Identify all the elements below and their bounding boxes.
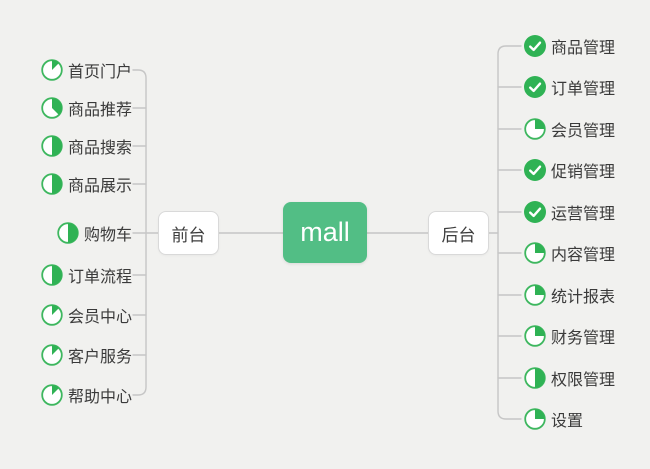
subtopic-label: 订单管理 — [551, 81, 616, 98]
subtopic-label: 统计报表 — [551, 289, 616, 306]
progress-1-8-pie-icon — [41, 304, 63, 326]
subtopic-label: 帮助中心 — [67, 389, 132, 406]
subtopic-label: 商品搜索 — [67, 140, 132, 157]
progress-2-8-pie-icon — [524, 325, 546, 347]
subtopic-label: 会员管理 — [551, 123, 616, 140]
branch-topic-backend[interactable]: 后台 — [428, 211, 489, 255]
subtopic-label: 财务管理 — [551, 330, 616, 347]
root-topic-label: mall — [300, 217, 350, 247]
branch-topic-label: 前台 — [171, 225, 206, 245]
subtopic-label: 商品展示 — [67, 178, 132, 195]
progress-4-8-pie-icon — [41, 135, 63, 157]
mindmap-subtopic[interactable]: 商品搜索 — [41, 134, 132, 158]
progress-2-8-pie-icon — [524, 242, 546, 264]
progress-4-8-pie-icon — [41, 264, 63, 286]
mindmap-subtopic[interactable]: 订单流程 — [41, 263, 132, 287]
mindmap-subtopic[interactable]: 设置 — [524, 407, 583, 431]
subtopic-label: 首页门户 — [67, 64, 132, 81]
subtopic-label: 权限管理 — [551, 372, 616, 389]
root-topic-mall[interactable]: mall — [283, 202, 367, 263]
mindmap-subtopic[interactable]: 促销管理 — [524, 158, 615, 182]
mindmap-subtopic[interactable]: 购物车 — [57, 221, 132, 245]
subtopic-label: 客户服务 — [67, 349, 132, 366]
mindmap-subtopic[interactable]: 首页门户 — [41, 58, 132, 82]
task-done-check-icon — [524, 76, 546, 98]
subtopic-label: 商品管理 — [551, 40, 616, 57]
mindmap-subtopic[interactable]: 会员管理 — [524, 117, 615, 141]
progress-1-8-pie-icon — [41, 59, 63, 81]
progress-2-8-pie-icon — [524, 284, 546, 306]
subtopic-label: 商品推荐 — [67, 102, 132, 119]
mindmap-subtopic[interactable]: 运营管理 — [524, 200, 615, 224]
mindmap-subtopic[interactable]: 会员中心 — [41, 303, 132, 327]
mindmap-subtopic[interactable]: 客户服务 — [41, 343, 132, 367]
progress-4-8-pie-icon — [57, 222, 79, 244]
mindmap-subtopic[interactable]: 商品展示 — [41, 172, 132, 196]
mindmap-subtopic[interactable]: 权限管理 — [524, 366, 615, 390]
mindmap-subtopic[interactable]: 帮助中心 — [41, 383, 132, 407]
branch-topic-frontend[interactable]: 前台 — [158, 211, 219, 255]
progress-4-8-pie-icon — [524, 367, 546, 389]
task-done-check-icon — [524, 35, 546, 57]
subtopic-label: 促销管理 — [551, 164, 616, 181]
progress-3-8-pie-icon — [41, 97, 63, 119]
subtopic-label: 运营管理 — [551, 206, 616, 223]
mindmap-subtopic[interactable]: 财务管理 — [524, 324, 615, 348]
progress-2-8-pie-icon — [524, 408, 546, 430]
task-done-check-icon — [524, 201, 546, 223]
subtopic-label: 内容管理 — [551, 247, 616, 264]
progress-1-8-pie-icon — [41, 344, 63, 366]
progress-2-8-pie-icon — [524, 118, 546, 140]
subtopic-label: 会员中心 — [67, 309, 132, 326]
task-done-check-icon — [524, 159, 546, 181]
subtopic-label: 设置 — [551, 413, 584, 430]
progress-4-8-pie-icon — [41, 173, 63, 195]
mindmap-subtopic[interactable]: 商品推荐 — [41, 96, 132, 120]
mindmap-subtopic[interactable]: 统计报表 — [524, 283, 615, 307]
progress-1-8-pie-icon — [41, 384, 63, 406]
subtopic-label: 购物车 — [83, 227, 132, 244]
branch-topic-label: 后台 — [441, 225, 476, 245]
mindmap-subtopic[interactable]: 订单管理 — [524, 75, 615, 99]
mindmap-subtopic[interactable]: 内容管理 — [524, 241, 615, 265]
mindmap-subtopic[interactable]: 商品管理 — [524, 34, 615, 58]
subtopic-label: 订单流程 — [67, 269, 132, 286]
